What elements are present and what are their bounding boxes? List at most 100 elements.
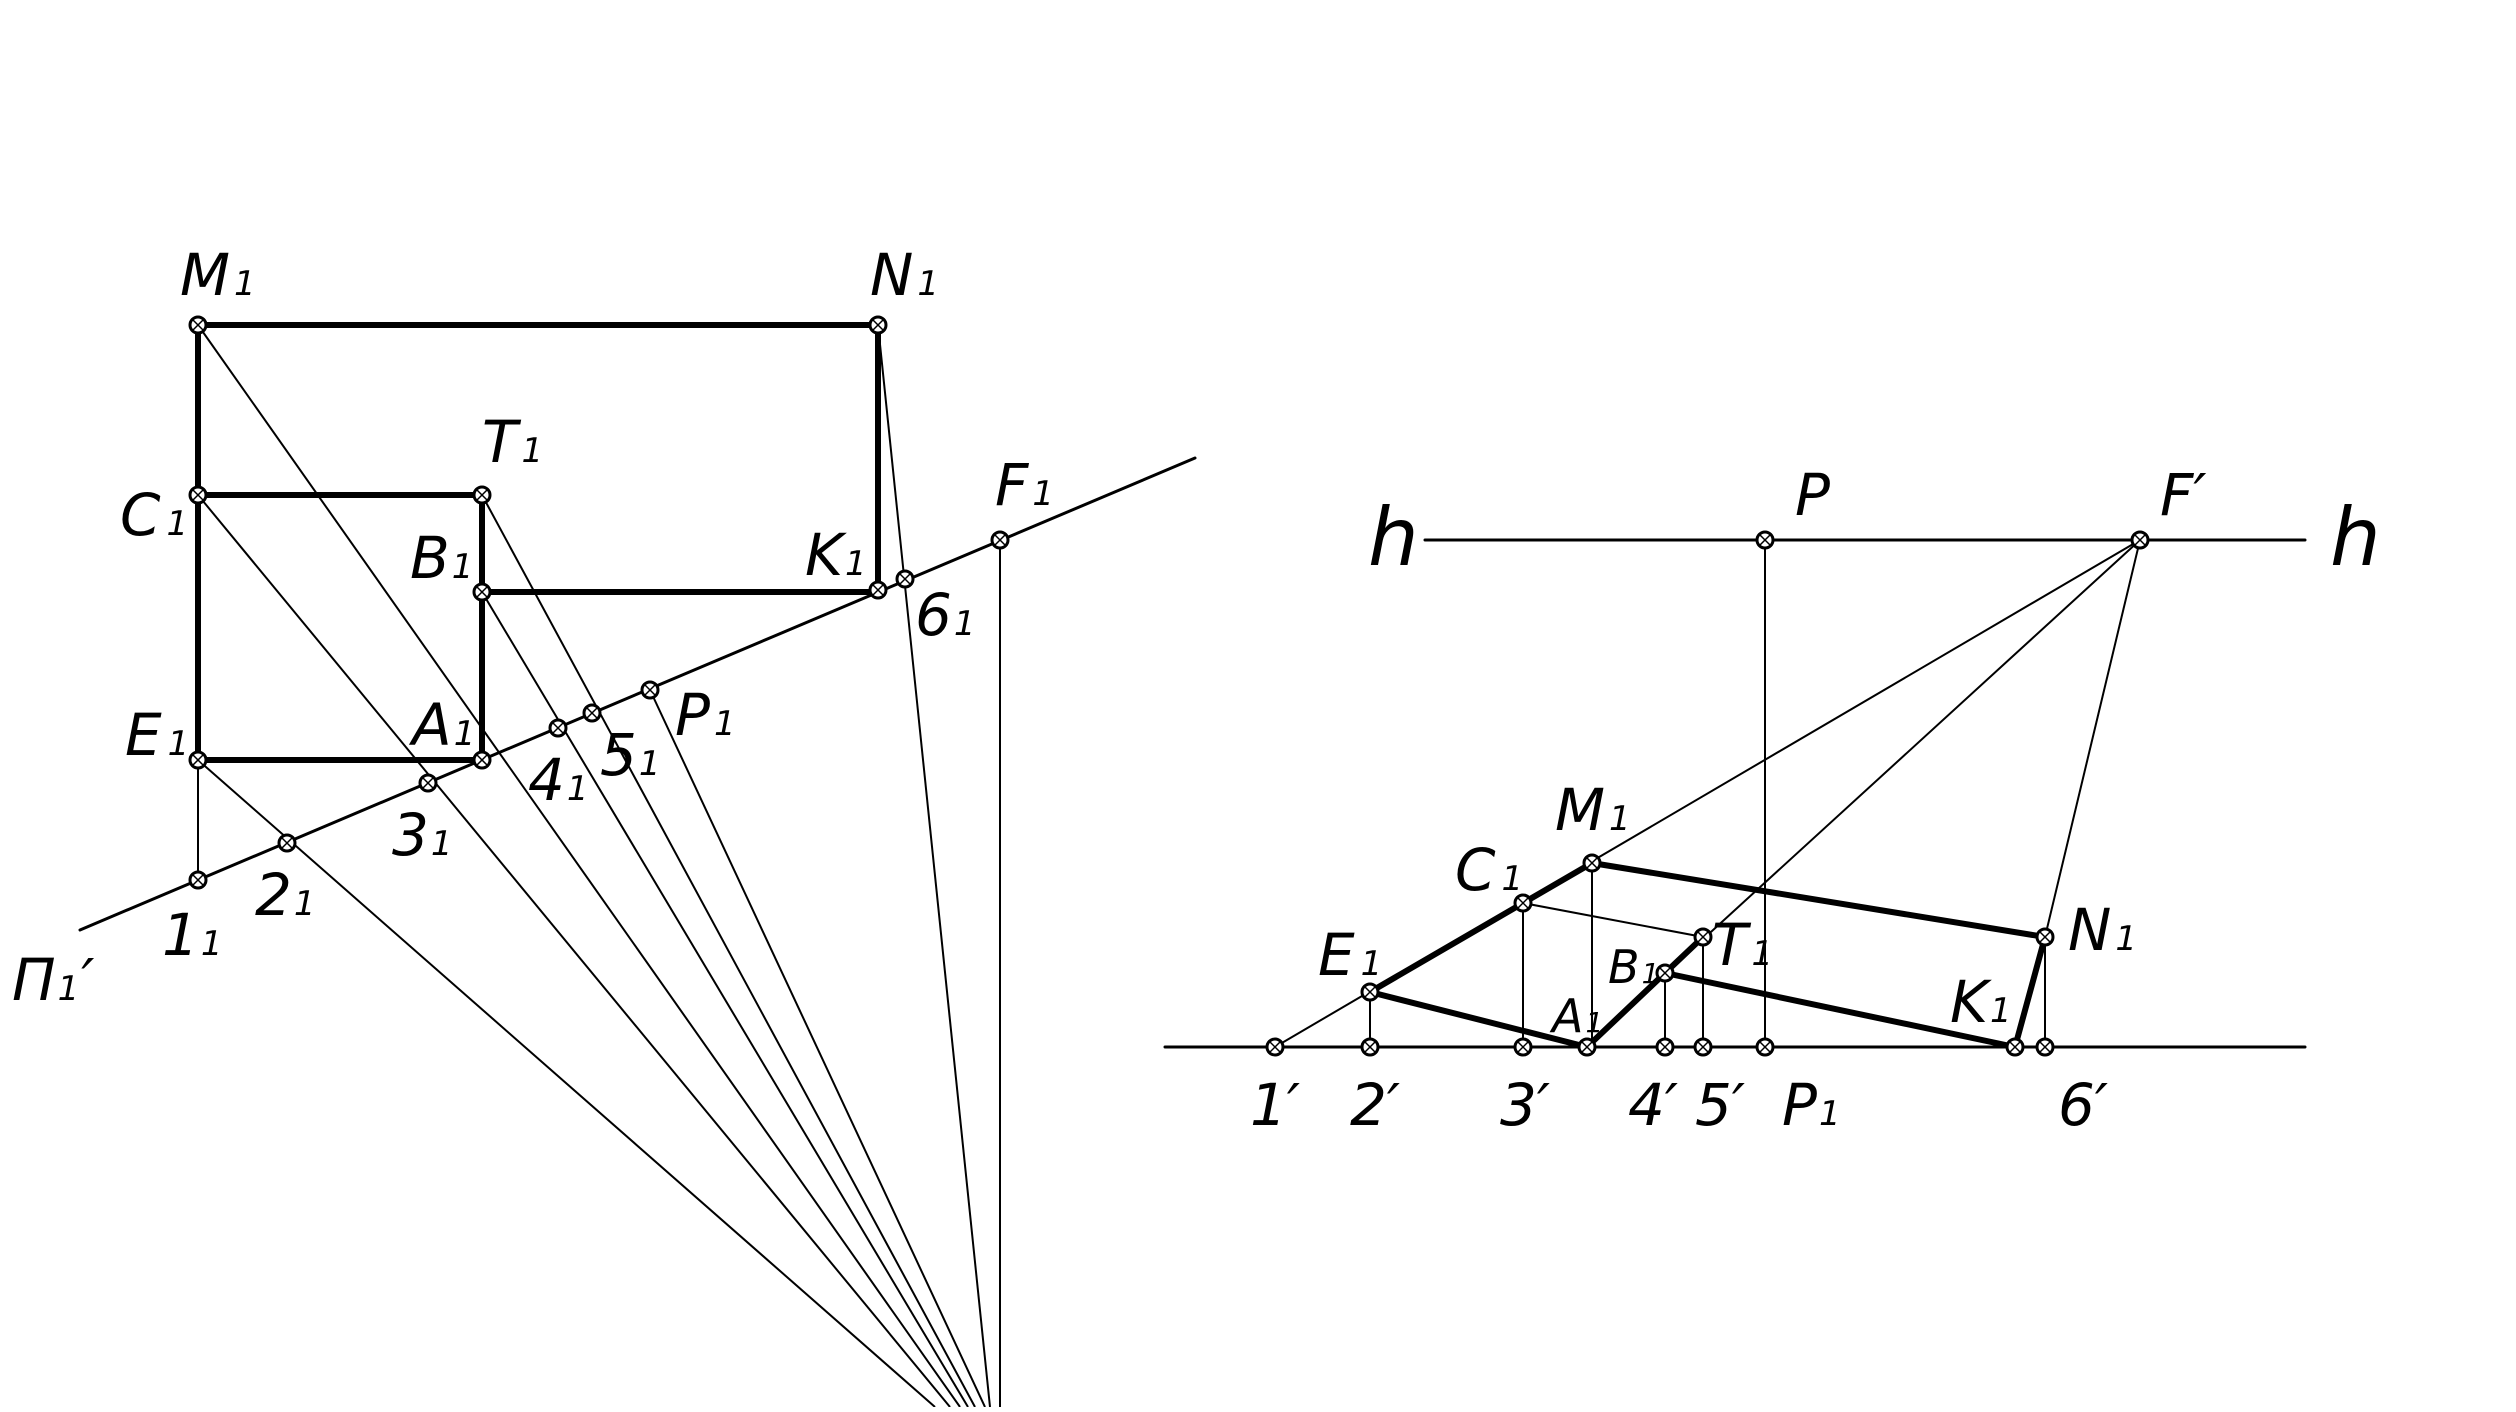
point-b1-persp [1655,963,1675,983]
point-cross-mark [1658,1040,1672,1054]
point-cross-mark [475,753,489,767]
point-cross-mark [1363,985,1377,999]
label-5-prime: 5′ [1695,1071,1745,1139]
label-h-right: h [2330,491,2381,584]
point-cross-mark [1363,1040,1377,1054]
point-cross-mark [2038,930,2052,944]
point-n1 [868,315,888,335]
point-cross-mark [2038,1040,2052,1054]
point-e1-persp [1360,982,1380,1002]
point-cross-mark [1580,1040,1594,1054]
label-f-prime: F′ [2160,461,2207,529]
label-21: 21 [255,861,316,929]
point-a1 [472,750,492,770]
label-k1-persp: K1 [1950,968,2012,1036]
label-1-prime: 1′ [1250,1071,1300,1139]
picture-plane-line [78,456,1197,932]
point-a1-persp [1577,1037,1597,1057]
point-cross-mark [421,776,435,790]
label-pi1: П1′ [12,946,94,1014]
point-cross-mark [1516,1040,1530,1054]
label-3-prime: 3′ [1500,1071,1550,1139]
label-b1: B1 [410,524,473,592]
edge-b-k [1662,970,2018,1050]
ray-m [197,324,961,1408]
point-3-prime [1513,1037,1533,1057]
point-m1 [188,315,208,335]
label-6-prime: 6′ [2058,1071,2108,1139]
point-k1-persp [2005,1037,2025,1057]
point-61 [895,569,915,589]
point-cross-mark [1268,1040,1282,1054]
right-points [1265,530,2150,1057]
point-4-prime [1655,1037,1675,1057]
front-edge [1367,934,1706,1050]
point-41 [548,718,568,738]
point-cross-mark [280,836,294,850]
point-cross-mark [871,318,885,332]
outer-outline [195,322,881,763]
label-b1-persp: B1 [1608,940,1659,994]
point-cross-mark [551,721,565,735]
point-cross-mark [871,583,885,597]
label-41: 41 [528,746,589,814]
point-cross-mark [898,572,912,586]
point-k1 [868,580,888,600]
label-h-left: h [1368,491,1419,584]
label-61: 61 [915,581,976,649]
point-t1 [472,485,492,505]
point-cross-mark [1585,856,1599,870]
floor-outline [1367,860,2048,1050]
point-cross-mark [2133,533,2147,547]
point-cross-mark [191,753,205,767]
left-points [188,315,1010,890]
point-p1 [640,680,660,700]
label-k1: K1 [805,521,867,589]
point-cross-mark [1516,896,1530,910]
ray-e [197,759,936,1408]
point-cross-mark [191,318,205,332]
point-m1-persp [1582,853,1602,873]
point-5-prime [1693,1037,1713,1057]
point-f-prime [2130,530,2150,550]
label-4-prime: 4′ [1628,1071,1678,1139]
point-cross-mark [993,533,1007,547]
point-p1-ground [1755,1037,1775,1057]
point-b1 [472,582,492,602]
label-a1: A1 [408,691,475,759]
label-31: 31 [392,801,453,869]
point-51 [582,703,602,723]
point-cross-mark [475,585,489,599]
point-t1-persp [1693,927,1713,947]
point-2-prime [1360,1037,1380,1057]
point-cross-mark [475,488,489,502]
label-a1-persp: A1 [1549,989,1603,1043]
point-cross-mark [2008,1040,2022,1054]
point-6-prime [2035,1037,2055,1057]
point-c1-persp [1513,893,1533,913]
label-51: 51 [600,721,661,789]
ray-p [649,689,986,1408]
line-c-t [1522,902,1704,938]
point-1-prime [1265,1037,1285,1057]
point-cross-mark [1658,966,1672,980]
point-f1 [990,530,1010,550]
point-cross-mark [585,706,599,720]
label-11: 11 [162,901,223,969]
label-p1-ground: P1 [1782,1071,1841,1139]
ray-c [197,494,951,1408]
point-n1-persp [2035,927,2055,947]
point-cross-mark [1696,930,1710,944]
point-31 [418,773,438,793]
point-cross-mark [191,488,205,502]
